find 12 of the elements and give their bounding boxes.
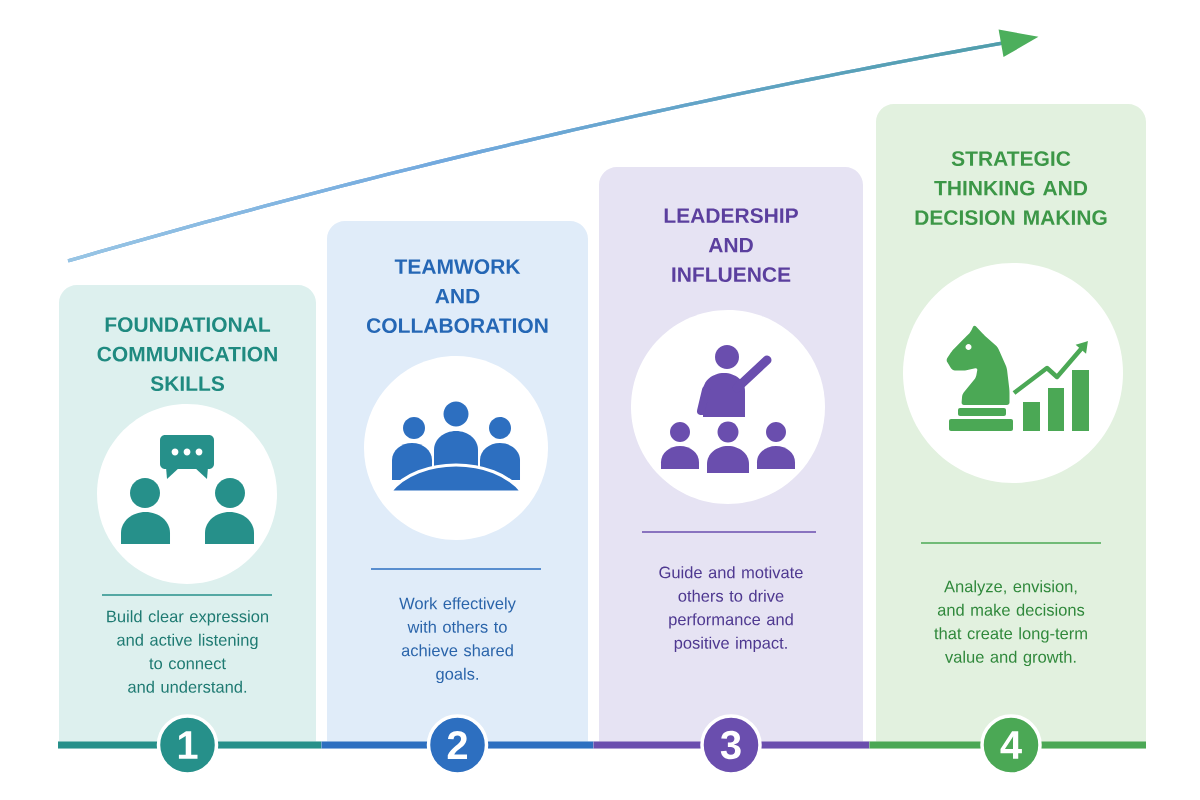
heading: LEADERSHIP AND INFLUENCE <box>664 208 798 283</box>
heading: TEAMWORK AND COLLABORATION <box>367 259 548 334</box>
heading: STRATEGIC THINKING AND DECISION MAKING <box>915 151 1107 226</box>
description-text: Guide and motivate others to drive performance and positive impact. <box>659 566 803 653</box>
step-number: 2 <box>426 714 489 776</box>
description-text: Work effectively with others to achieve shared goals. <box>399 597 516 684</box>
step-number: 1 <box>156 714 219 776</box>
step-number: 3 <box>700 714 762 776</box>
description-text: Analyze, envision, and make decisions that create long-term value and growth. <box>934 580 1087 667</box>
heading: FOUNDATIONAL COMMUNICATION SKILLS <box>97 317 277 392</box>
step-number: 4 <box>980 714 1042 776</box>
description-text: Build clear expression and active listening to connect and understand. <box>107 610 268 693</box>
